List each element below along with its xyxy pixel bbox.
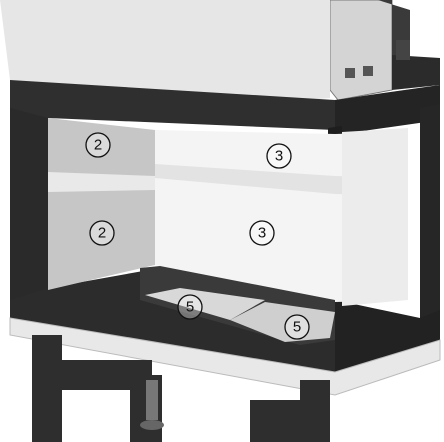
callout-panel-left-bottom: 2	[89, 220, 115, 246]
callout-panel-back-top: 3	[266, 143, 292, 169]
callout-label: 2	[94, 137, 102, 154]
floor-plate-right	[230, 302, 335, 342]
callout-panel-back-bottom: 3	[249, 220, 275, 246]
floor-plate-left	[145, 288, 265, 320]
hood-top	[0, 0, 330, 110]
callout-label: 2	[98, 225, 106, 242]
callout-label: 5	[186, 299, 194, 316]
callout-panel-left-top: 2	[85, 132, 111, 158]
left-panel	[48, 118, 155, 290]
callout-label: 5	[293, 319, 301, 336]
callout-label: 3	[275, 148, 283, 165]
callout-floor-plate-right: 5	[284, 314, 310, 340]
left-panel-joint	[48, 172, 155, 192]
callout-label: 3	[258, 225, 266, 242]
right-panel	[342, 128, 408, 306]
stand	[9, 317, 441, 442]
callout-floor-plate-left: 5	[177, 294, 203, 320]
